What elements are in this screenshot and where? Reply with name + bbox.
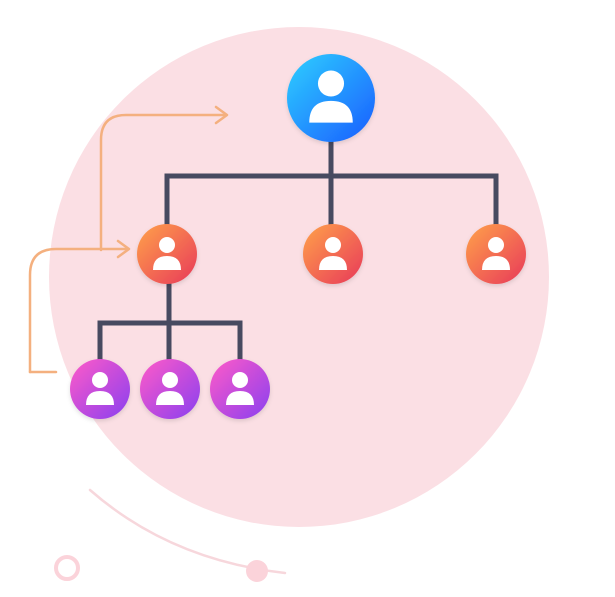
decorative-dot: [246, 560, 268, 582]
staff-node-3: [210, 359, 270, 419]
manager-node-2: [303, 224, 363, 284]
connector-lines: [97, 137, 499, 365]
person-icon: [226, 372, 254, 405]
staff-node-2: [140, 359, 200, 419]
person-icon: [86, 372, 114, 405]
arrow-to-manager: [28, 247, 130, 374]
decorative-ring: [54, 555, 80, 581]
person-icon: [482, 237, 510, 270]
manager-node-3: [466, 224, 526, 284]
person-icon: [156, 372, 184, 405]
manager-node-1: [137, 224, 197, 284]
root-node: [287, 54, 375, 142]
staff-node-1: [70, 359, 130, 419]
arrow-to-root-head: [214, 105, 229, 125]
flow-arrows: [28, 105, 229, 374]
arrow-to-root: [99, 113, 228, 252]
person-icon: [319, 237, 347, 270]
person-icon: [153, 237, 181, 270]
arrow-to-manager-head: [116, 239, 131, 259]
person-icon: [309, 70, 353, 123]
